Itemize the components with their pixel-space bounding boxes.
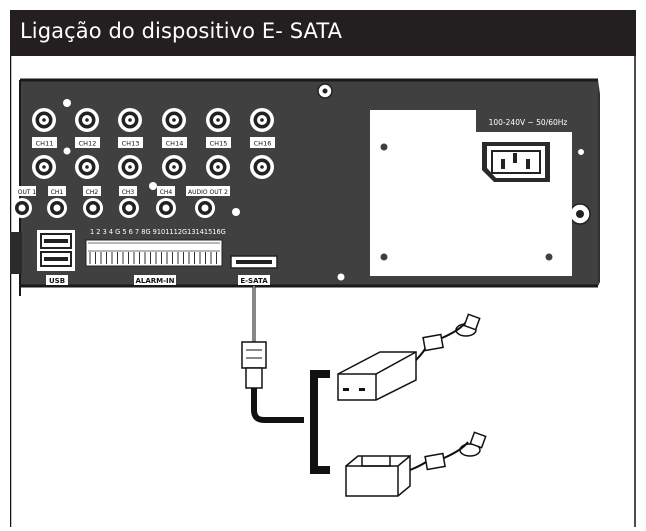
screw-hole [63,99,71,107]
external-hdd-dock-icon [345,431,487,497]
dvr-rear-panel: 100-240V ~ 50/60Hz [10,78,600,296]
channel-label: CH12 [79,140,97,148]
esata-port: E-SATA [230,255,345,285]
channel-label: CH16 [254,140,272,148]
mid-row-labels: OUT 1 CH1 CH2 CH3 CH4 AUDIO OUT 2 [18,186,230,196]
diagram-frame: 100-240V ~ 50/60Hz [9,56,636,527]
alarm-terminal: 1 2 3 4 G 5 6 7 8G 9101112G13141516G ALA… [85,228,226,285]
top-channel-labels: CH11 CH12 CH13 CH14 CH15 CH16 [32,137,275,148]
ch-label: CH4 [160,189,173,196]
rca-row [12,198,240,218]
alarm-pin-numbers: 1 2 3 4 G 5 6 7 8G 9101112G13141516G [90,228,226,236]
esata-cable [241,286,330,474]
ch-label: CH3 [122,189,135,196]
section-header: Ligação do dispositivo E- SATA [10,10,636,56]
page-title: Ligação do dispositivo E- SATA [20,19,343,43]
usb-label: USB [49,277,65,285]
power-area: 100-240V ~ 50/60Hz [370,110,585,276]
bnc-row-top [32,108,274,132]
external-hdd-top-icon [337,313,481,401]
power-socket-icon [482,142,550,182]
ch-label: CH2 [86,189,99,196]
alarm-in-label: ALARM-IN [135,277,174,285]
channel-label: CH11 [36,140,54,148]
bnc-row-second [32,147,274,190]
esata-connection-diagram: 100-240V ~ 50/60Hz [9,56,636,527]
channel-label: CH13 [122,140,140,148]
esata-label: E-SATA [240,277,268,285]
channel-label: CH15 [210,140,228,148]
audio-out-2-label: AUDIO OUT 2 [188,189,228,196]
audio-out-1-label: OUT 1 [18,189,37,196]
esata-plug-icon [241,341,267,369]
channel-label: CH14 [166,140,184,148]
power-rating-label: 100-240V ~ 50/60Hz [489,118,568,127]
usb-ports: USB [37,230,75,285]
ch-label: CH1 [51,189,64,196]
